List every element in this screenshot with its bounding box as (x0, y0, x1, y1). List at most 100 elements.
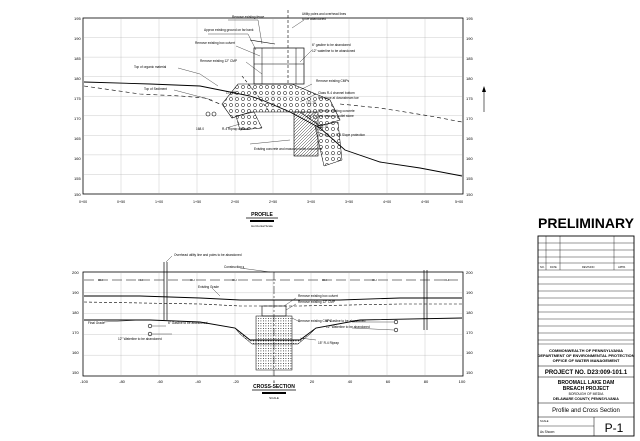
preliminary-stamp: PRELIMINARY (538, 215, 635, 231)
elev-tick: 185 (466, 56, 473, 61)
profile-elevation-labels-right: 195 190 185 180 175 170 165 160 155 150 (466, 16, 473, 197)
oh-label: OH (372, 278, 377, 282)
note-remove-cmp: Remove existing 12" CMP (200, 59, 237, 63)
note-top-sediment: Top of Sediment (144, 87, 167, 91)
station-tick: 0+50 (117, 200, 125, 204)
offset-tick: 40 (348, 379, 353, 384)
elev-tick: 190 (72, 290, 79, 295)
project-number: PROJECT NO. D23:009-101.1 (545, 370, 628, 376)
offset-tick: 20 (310, 379, 315, 384)
note-approx-ground: Approx existing ground on far bank (204, 28, 254, 32)
note-utility-abandoned: to be abandoned (302, 17, 326, 21)
project-county: DELAWARE COUNTY, PENNSYLVANIA (553, 397, 619, 401)
gasline-symbol (147, 323, 153, 329)
station-tick: 1+00 (155, 200, 163, 204)
elev-tick: 155 (74, 176, 81, 181)
oh-label: OH (444, 278, 449, 282)
elev-tick: 190 (74, 36, 81, 41)
offset-tick: -40 (195, 379, 202, 384)
note-waterline: 12" waterline to be abandoned (312, 49, 355, 53)
station-tick: 4+00 (383, 200, 391, 204)
profile-view: 195 190 185 180 175 170 165 160 155 150 … (74, 10, 486, 228)
station-tick: 2+00 (231, 200, 239, 204)
oh-label: OH (232, 278, 237, 282)
elev-tick: 195 (74, 16, 81, 21)
approx-far-bank-line (339, 103, 463, 123)
note-gasline: 6" gasline to be abandoned (312, 43, 351, 47)
elev-tick: 160 (466, 350, 473, 355)
station-tick: 1+50 (193, 200, 201, 204)
station-tick: 3+00 (307, 200, 315, 204)
sheet-number: P-1 (605, 421, 624, 435)
station-tick: 5+00 (455, 200, 463, 204)
waterline-symbol (147, 331, 153, 337)
note-class-r4: Class R-4 channel bottom (318, 91, 355, 95)
elev-tick: 180 (466, 310, 473, 315)
profile-leaders (173, 19, 333, 145)
existing-concrete-outlet (293, 111, 319, 157)
elev-tick: 160 (466, 156, 473, 161)
cross-section-view: 200 190 180 170 160 150 200 190 180 170 … (72, 253, 473, 400)
rev-col-date: DATE (550, 265, 557, 269)
offset-tick: 100 (459, 379, 466, 384)
project-name: BROOMALL LAKE DAM (558, 380, 615, 386)
scale-label: SCALE (540, 419, 549, 423)
elev-tick: 165 (74, 136, 81, 141)
project-borough: BOROUGH OF MEDIA (569, 392, 605, 396)
overhead-line-labels: OH OH OH OH OH OH OH (98, 278, 449, 282)
note-gasline-right: 6" Gasline to be abandoned (326, 319, 366, 323)
note-remove-culvert: Remove existing box culvert (195, 41, 235, 45)
elev-tick: 150 (72, 370, 79, 375)
elev-tick: 160 (74, 156, 81, 161)
elevation-callout: 173.75 (226, 91, 236, 95)
title-block: PRELIMINARY NO. DATE REVISION A (537, 215, 635, 437)
station-tick: 0+00 (79, 200, 87, 204)
elev-tick: 190 (466, 290, 473, 295)
culvert-top (261, 305, 287, 317)
offset-tick: 60 (386, 379, 391, 384)
station-tick: 4+50 (421, 200, 429, 204)
elevation-callout: 171.75 (306, 101, 316, 105)
note-remove-cmps: Remove existing CMPs (298, 319, 332, 323)
note-remove-culvert: Remove existing box culvert (298, 294, 338, 298)
elev-tick: 150 (466, 192, 473, 197)
elev-tick: 155 (466, 176, 473, 181)
elev-tick: 165 (466, 136, 473, 141)
fence-line (249, 39, 276, 45)
note-waterline: 12" Waterline to be abandoned (118, 337, 162, 341)
note-overhead: Overhead utility line and poles to be ab… (174, 253, 242, 257)
note-utility-poles: Utility poles and overhead lines (302, 12, 347, 16)
elev-tick: 185 (74, 56, 81, 61)
profile-elevation-labels-left: 195 190 185 180 175 170 165 160 155 150 (74, 16, 81, 197)
r5-slope-protection (314, 121, 343, 167)
note-construction: Construction ℄ (224, 265, 245, 269)
offset-tick: 0 (273, 379, 276, 384)
elev-tick: 200 (72, 270, 79, 275)
gasline-symbol (393, 319, 399, 325)
elev-tick: 180 (74, 76, 81, 81)
profile-scale-label: Horizontal Scale (251, 224, 273, 228)
station-tick: 2+50 (269, 200, 277, 204)
cross-section-title: CROSS-SECTION (253, 384, 295, 390)
office-line: OFFICE OF WATER MANAGEMENT (553, 358, 620, 363)
note-r5-slope: R-5 Slope protection (336, 133, 365, 137)
sheet-title: Profile and Cross Section (552, 408, 620, 414)
profile-title: PROFILE (251, 212, 273, 218)
cross-elevation-labels-right: 200 190 180 170 160 150 (466, 270, 473, 375)
note-top-organic: Top of organic material (134, 65, 167, 69)
note-waterline-right: 12" Waterline to be abandoned (326, 325, 370, 329)
elev-tick: 170 (466, 116, 473, 121)
elev-tick: 180 (466, 76, 473, 81)
note-r4-channel: R-4 Riprap channel (222, 127, 250, 131)
cross-elevation-labels-left: 200 190 180 170 160 150 (72, 270, 79, 375)
cross-scale-label: SCALE (269, 396, 279, 400)
title-block-frame (537, 235, 635, 437)
rev-col-revision: REVISION (582, 265, 595, 269)
elev-tick: 180 (72, 310, 79, 315)
offset-tick: -20 (233, 379, 240, 384)
oh-label: OH (98, 278, 103, 282)
elev-tick: 170 (74, 116, 81, 121)
profile-scale-bar (250, 220, 274, 222)
rev-col-no: NO. (540, 265, 545, 269)
